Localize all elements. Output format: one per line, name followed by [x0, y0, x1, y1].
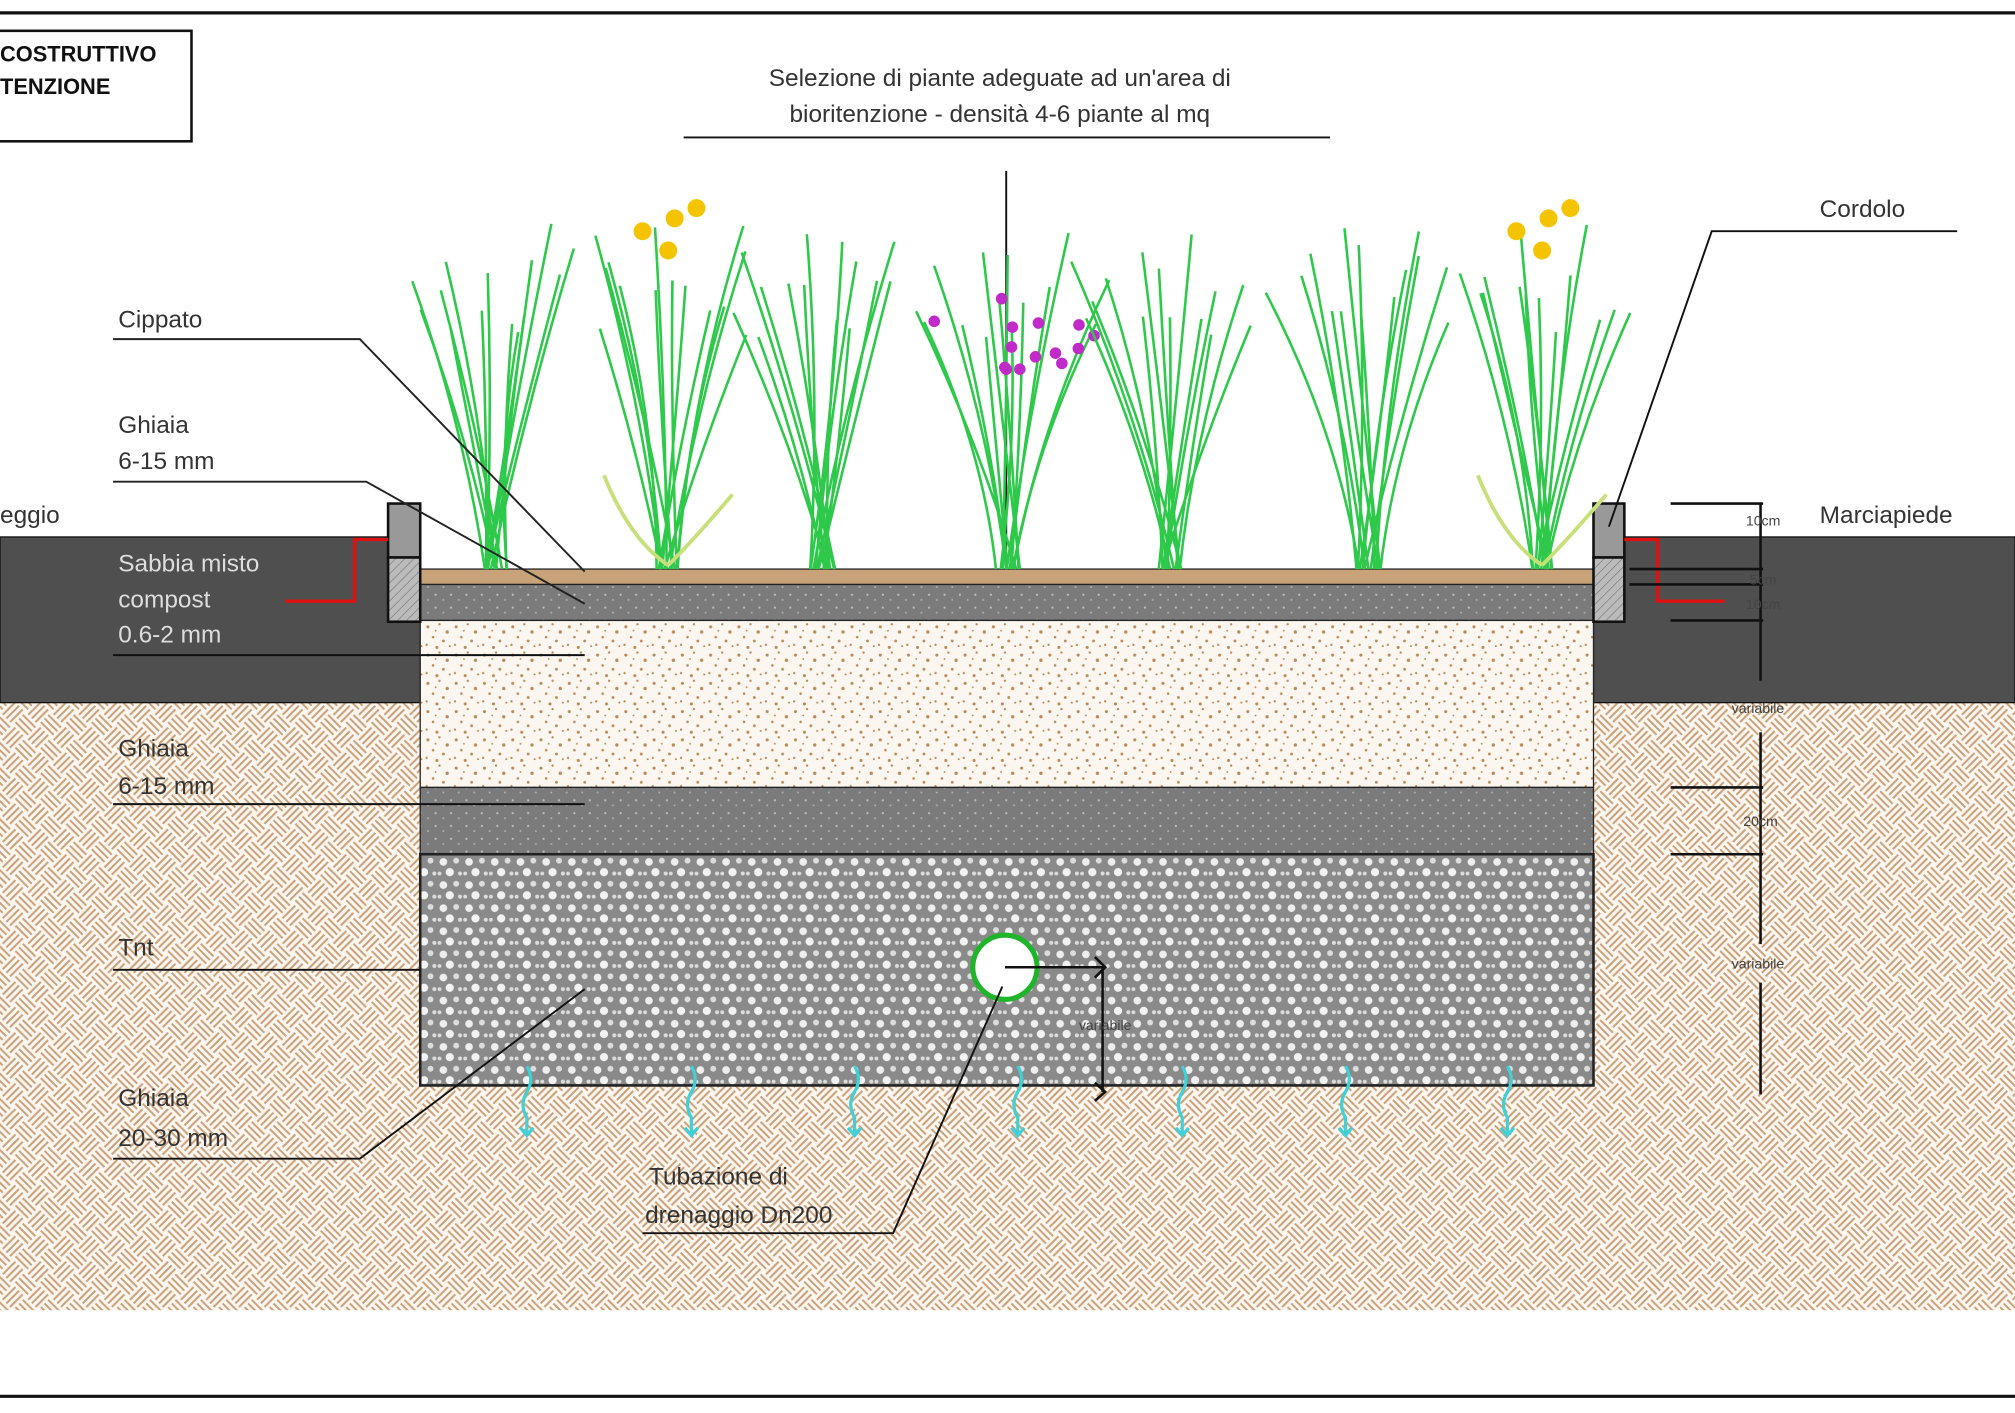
layer-ghiaia-6-15-top: [419, 583, 1595, 622]
infiltration-drips: [519, 1065, 1516, 1139]
parking-asphalt: [0, 536, 421, 704]
label-cordolo: Cordolo: [1608, 196, 1958, 527]
title-line-2: TENZIONE: [0, 74, 110, 99]
plant: [411, 223, 576, 570]
title-box: [0, 29, 193, 143]
dim-ghiaia-10cm: 10cm: [1746, 596, 1781, 612]
svg-text:compost: compost: [118, 587, 210, 614]
label-tnt: Tnt: [113, 935, 421, 971]
water-drip: [846, 1065, 863, 1139]
dim-ghiaia-bot-variabile: variabile: [1732, 956, 1785, 972]
svg-text:drenaggio Dn200: drenaggio Dn200: [645, 1202, 832, 1229]
svg-text:Sabbia misto: Sabbia misto: [118, 551, 259, 578]
dim-ghiaia-20cm: 20cm: [1743, 813, 1778, 829]
svg-text:20-30 mm: 20-30 mm: [118, 1125, 228, 1152]
plants: [411, 199, 1632, 570]
label-tubazione: Tubazione di drenaggio Dn200: [642, 986, 1004, 1235]
layer-sabbia-compost: [419, 619, 1595, 789]
svg-text:Tnt: Tnt: [118, 935, 153, 962]
plant: [732, 234, 896, 570]
water-drip: [1174, 1065, 1190, 1139]
label-ghiaia-mid: Ghiaia 6-15 mm: [113, 736, 585, 806]
label-marciapiede: Marciapiede: [1820, 502, 1953, 529]
dim-curb-10cm: 10cm: [1746, 512, 1781, 528]
curb-right: [1592, 502, 1725, 624]
water-drip: [1499, 1065, 1516, 1139]
plant: [1070, 234, 1252, 570]
plant: [594, 199, 748, 570]
dim-sabbia-variabile: variabile: [1732, 700, 1785, 716]
label-ghiaia-bot: Ghiaia 20-30 mm: [113, 988, 586, 1160]
curb-left: [285, 502, 422, 624]
dim-cippato-5cm: 5cm: [1750, 571, 1777, 587]
water-drip: [683, 1065, 700, 1139]
water-drip: [519, 1065, 535, 1139]
label-sabbia: Sabbia misto compost 0.6-2 mm: [113, 551, 585, 657]
svg-text:6-15 mm: 6-15 mm: [118, 773, 214, 800]
pipe-dimension: [1004, 956, 1108, 1102]
layer-ghiaia-6-15-mid: [419, 786, 1595, 855]
svg-text:Ghiaia: Ghiaia: [118, 1085, 189, 1112]
label-ghiaia-top: Ghiaia 6-15 mm: [113, 412, 586, 605]
svg-text:Cordolo: Cordolo: [1820, 196, 1906, 223]
sidewalk-asphalt: [1592, 536, 2015, 704]
header-line-1: Selezione di piante adeguate ad un'area …: [769, 65, 1231, 92]
svg-text:Tubazione di: Tubazione di: [649, 1163, 788, 1190]
svg-text:Cippato: Cippato: [118, 307, 202, 334]
dimension-chain: [1629, 502, 1764, 1095]
svg-text:0.6-2 mm: 0.6-2 mm: [118, 621, 221, 648]
header-line-2: bioritenzione - densità 4-6 piante al mq: [789, 101, 1210, 128]
label-cippato: Cippato: [113, 307, 586, 573]
plant: [1264, 228, 1450, 570]
plant: [1458, 199, 1632, 570]
plant: [914, 232, 1111, 570]
label-parcheggio: eggio: [0, 502, 60, 529]
svg-text:Ghiaia: Ghiaia: [118, 412, 189, 439]
dim-pipe-variabile: variabile: [1079, 1017, 1132, 1033]
layer-cippato: [419, 568, 1595, 586]
water-drip: [1337, 1065, 1354, 1139]
svg-text:6-15 mm: 6-15 mm: [118, 448, 214, 475]
svg-text:Ghiaia: Ghiaia: [118, 736, 189, 763]
title-line-1: COSTRUTTIVO: [0, 42, 156, 67]
water-drip: [1010, 1065, 1026, 1139]
